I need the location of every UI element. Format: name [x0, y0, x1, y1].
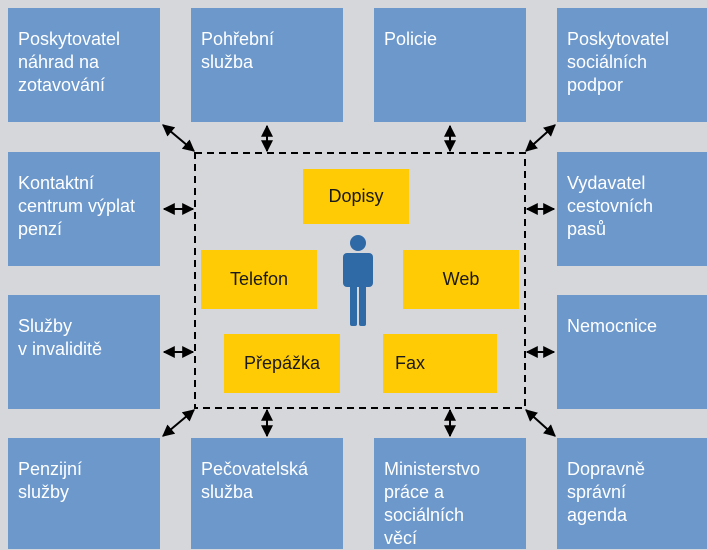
provider-recovery-compensation: Poskytovatel náhrad na zotavování [8, 8, 160, 122]
provider-pension-services: Penzijní služby [8, 438, 160, 549]
person-icon [343, 235, 373, 326]
center-dashed-frame [194, 152, 526, 409]
channel-counter: Přepážka [224, 334, 340, 393]
channel-fax: Fax [383, 334, 497, 393]
connector-top-left [162, 124, 195, 152]
provider-funeral-service: Pohřební služba [191, 8, 343, 122]
provider-social-benefits: Poskytovatel sociálních podpor [557, 8, 707, 122]
connector-top-right [525, 124, 556, 152]
connector-bottom-right [525, 409, 556, 437]
provider-hospital: Nemocnice [557, 295, 707, 409]
channel-phone: Telefon [201, 250, 317, 309]
provider-transport-agenda: Dopravně správní agenda [557, 438, 707, 549]
channel-web: Web [403, 250, 519, 309]
provider-pension-contact-center: Kontaktní centrum výplat penzí [8, 152, 160, 266]
provider-passport-issuer: Vydavatel cestovních pasů [557, 152, 707, 266]
provider-disability-services: Služby v invaliditě [8, 295, 160, 409]
provider-ministry-labour: Ministerstvo práce a sociálních věcí [374, 438, 526, 549]
provider-police: Policie [374, 8, 526, 122]
channel-letters: Dopisy [303, 169, 409, 224]
connector-bottom-left [162, 409, 195, 437]
provider-care-service: Pečovatelská služba [191, 438, 343, 549]
